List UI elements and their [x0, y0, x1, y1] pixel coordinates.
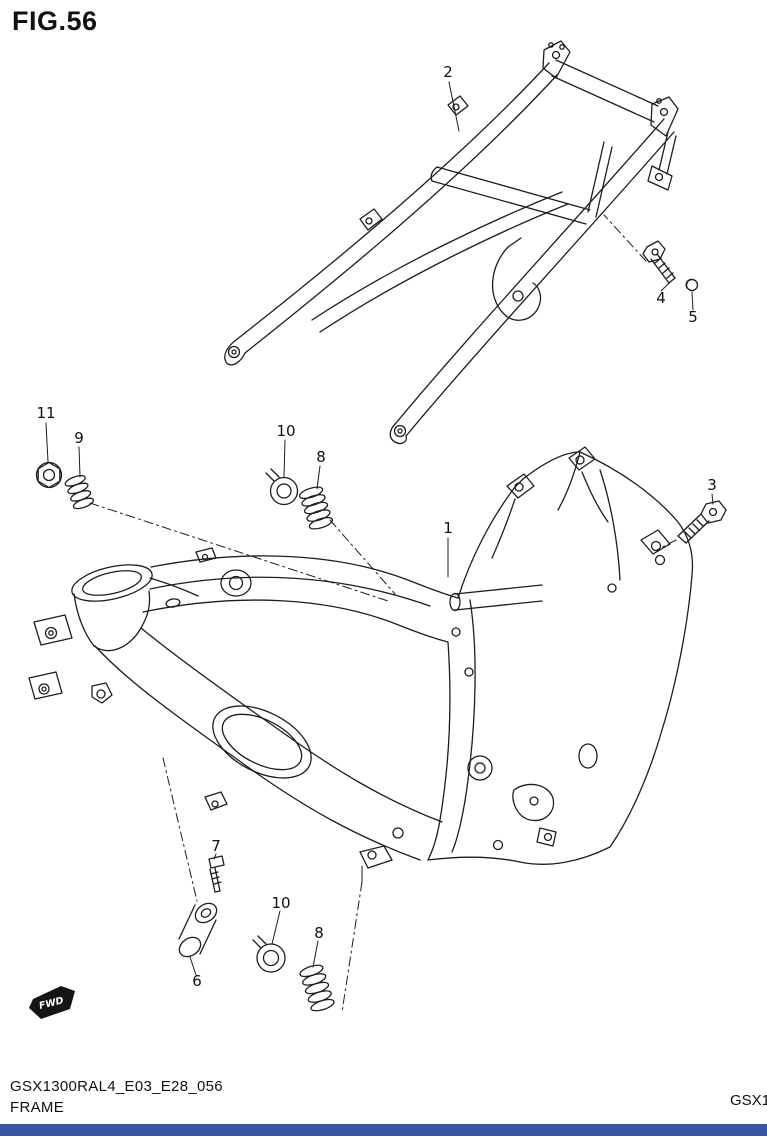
callout-10-upper: 10: [276, 422, 295, 440]
main-frame-drawing: [28, 446, 694, 869]
bolt-part-7: [208, 855, 225, 893]
seat-rail-assembly-drawing: [224, 40, 679, 445]
callout-5: 5: [688, 308, 698, 326]
figure-number: FIG.56: [12, 6, 98, 36]
footer-bar: [0, 1124, 767, 1136]
fwd-direction-mark: FWD: [29, 986, 75, 1019]
collar-part-10-upper: [265, 468, 299, 506]
collar-part-10-lower: [252, 935, 286, 973]
figure-title: FRAME: [10, 1099, 64, 1116]
callout-1: 1: [443, 519, 453, 537]
callout-11: 11: [36, 404, 55, 422]
cap-part-5: [685, 278, 699, 292]
callout-4: 4: [656, 289, 666, 307]
callout-8-upper: 8: [316, 448, 326, 466]
page-edge-text: GSX1: [730, 1092, 767, 1109]
callout-3: 3: [707, 476, 717, 494]
callout-labels: 2 4 5 11 9 10 8 1 3 7 6 10 8: [36, 63, 716, 990]
bolt-part-4: [642, 240, 676, 284]
callout-6: 6: [192, 972, 202, 990]
spring-part-8-upper: [298, 486, 334, 530]
spring-part-8-lower: [299, 964, 335, 1012]
callout-8-lower: 8: [314, 924, 324, 942]
bolt-part-3: [677, 500, 727, 544]
leader-lines: [45, 81, 714, 1013]
spacer-part-6: [178, 902, 218, 958]
part-code: GSX1300RAL4_E03_E28_056: [10, 1078, 223, 1095]
callout-10-lower: 10: [271, 894, 290, 912]
callout-7: 7: [211, 837, 221, 855]
callout-2: 2: [443, 63, 453, 81]
callout-9: 9: [74, 429, 84, 447]
nut-part-11: [35, 461, 63, 489]
spring-part-9: [64, 474, 95, 510]
